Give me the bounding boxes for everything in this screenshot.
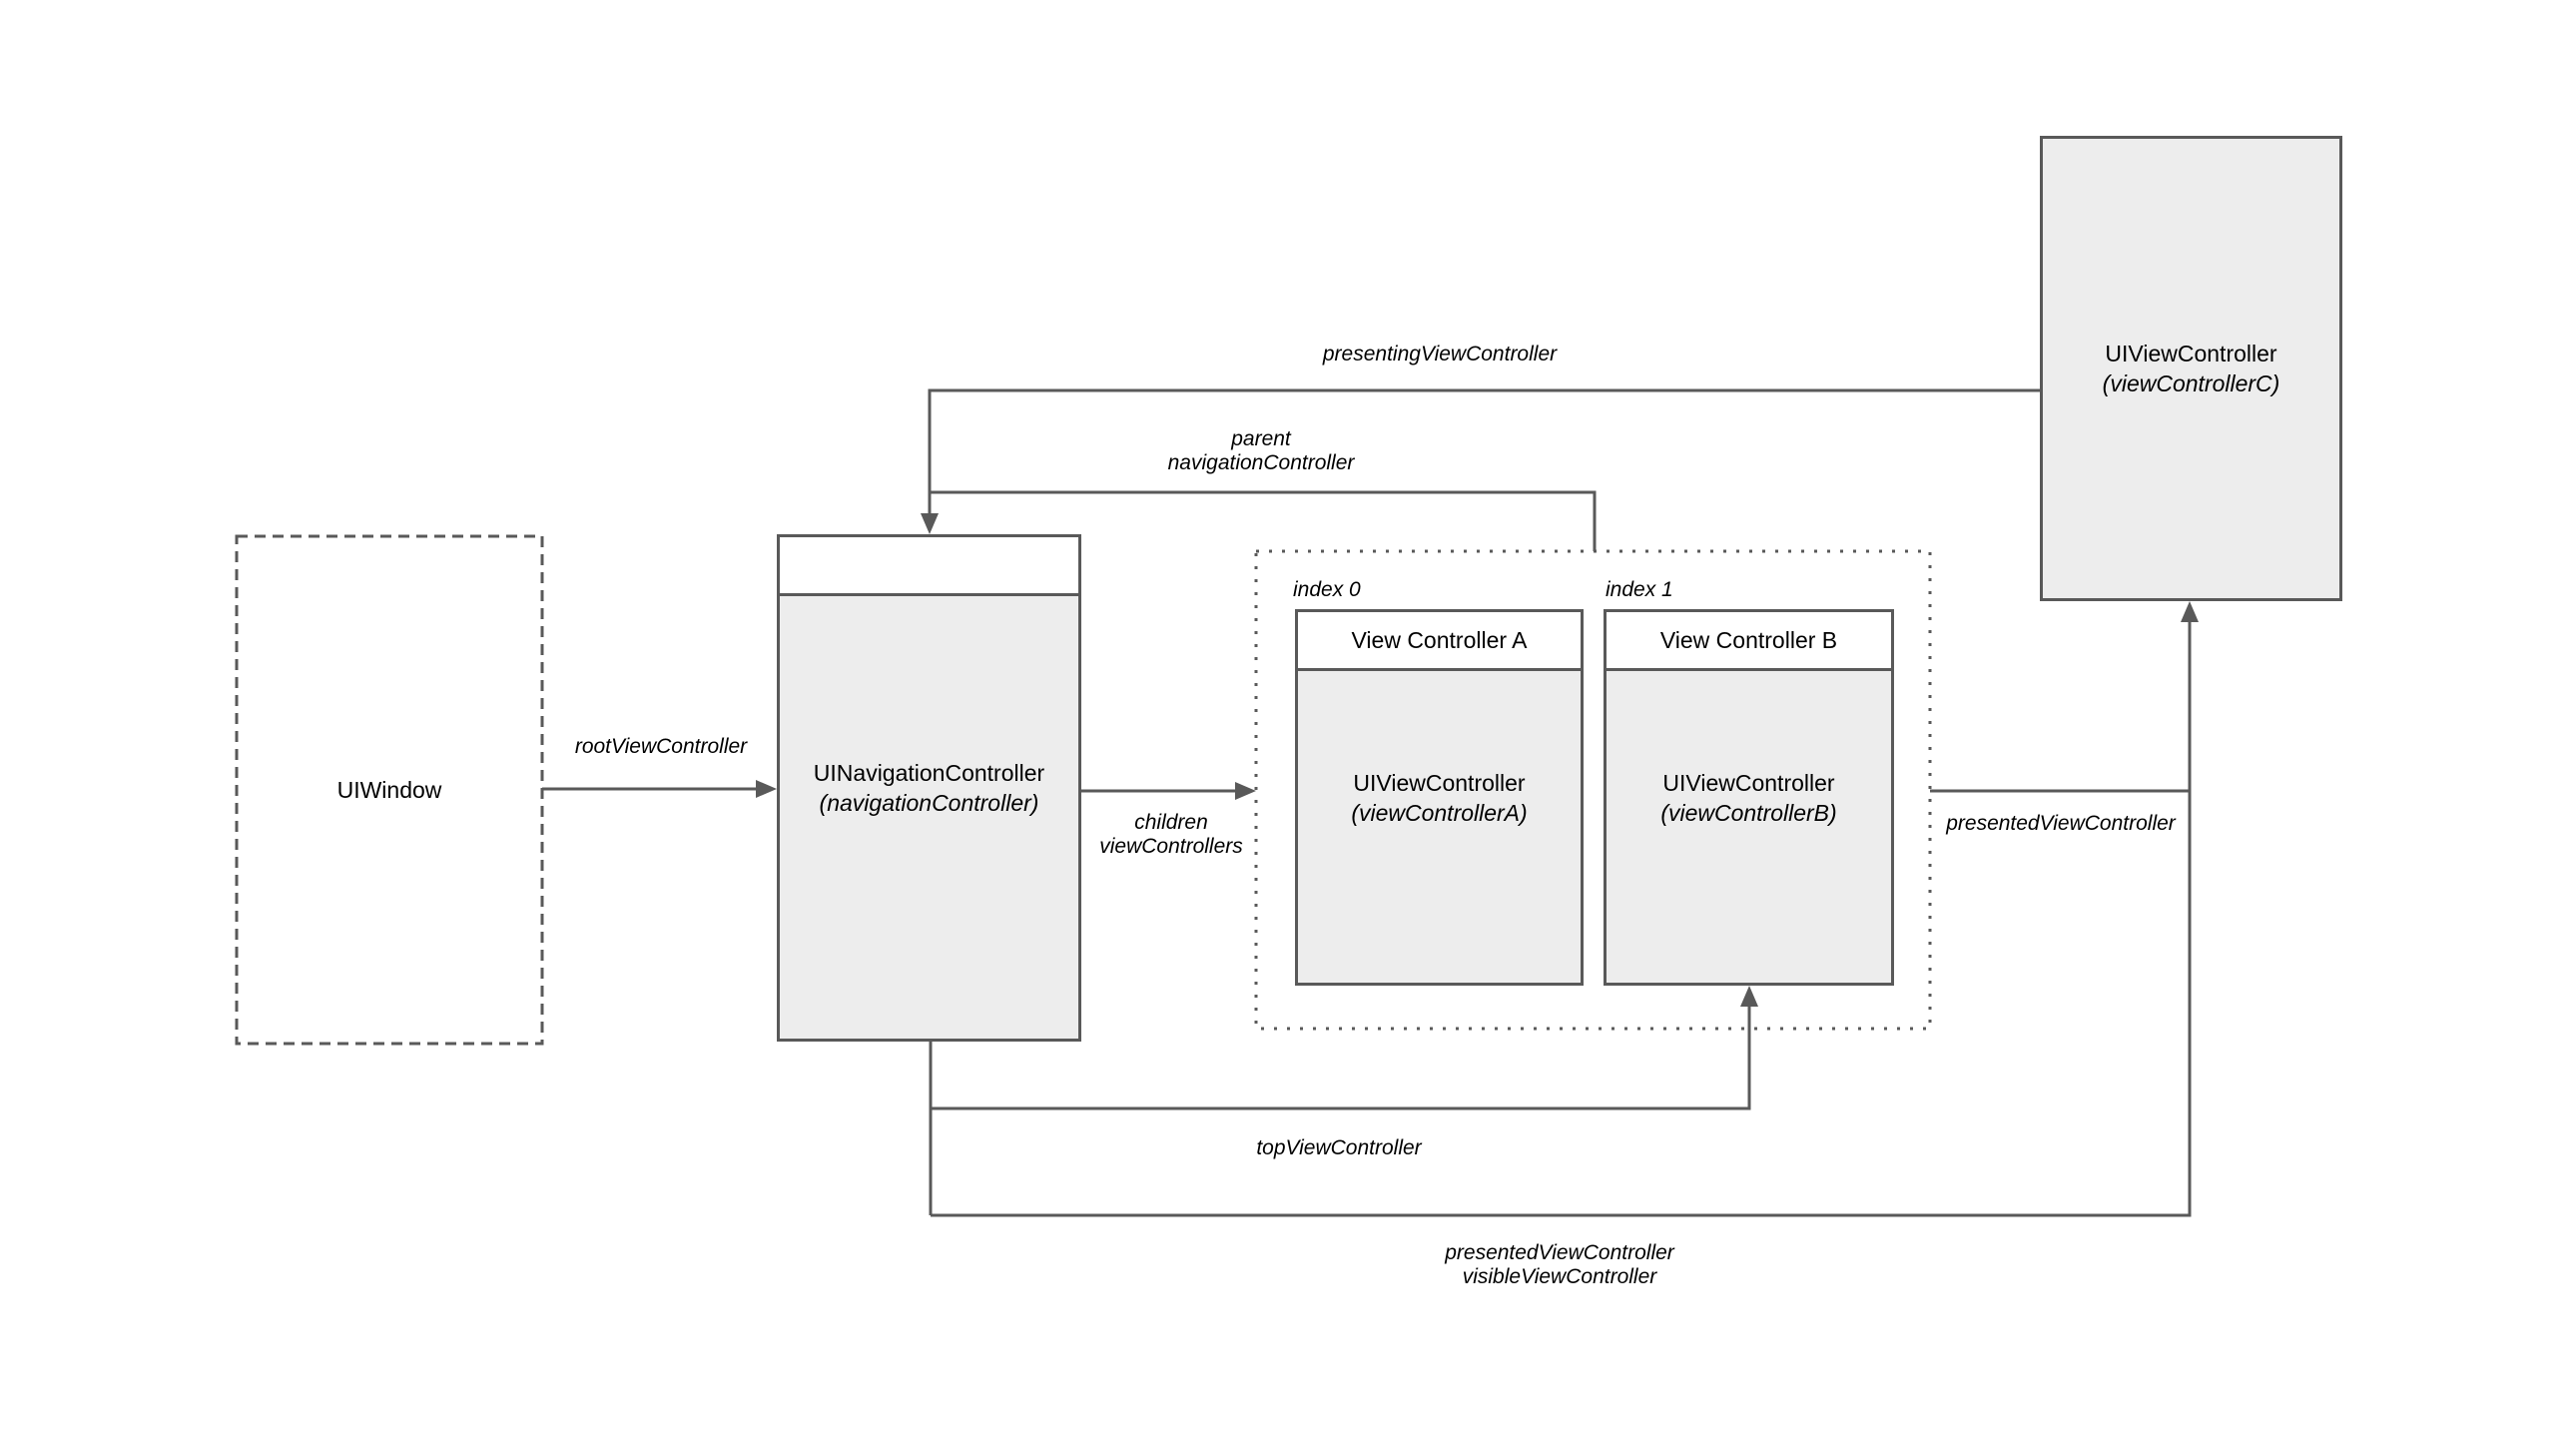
root-view-controller-label: rootViewController — [574, 735, 748, 758]
children-view-controllers-label: children viewControllers — [1099, 811, 1243, 859]
navigation-controller-instance: (navigationController) — [819, 790, 1039, 816]
presenting-view-controller-label: presentingViewController — [1322, 343, 1558, 365]
edge-parent-navigation-controller — [930, 490, 1597, 551]
view-controller-c-text: UIViewController (viewControllerC) — [2043, 339, 2339, 398]
arrowhead-right — [756, 780, 777, 798]
presented-visible-line1: presentedViewController — [1445, 1241, 1674, 1264]
navigation-controller-text: UINavigationController (navigationContro… — [780, 758, 1078, 818]
view-controller-a-text: UIViewController (viewControllerA) — [1298, 768, 1581, 828]
children-label-line2: viewControllers — [1099, 835, 1243, 858]
navigation-controller-node: UINavigationController (navigationContro… — [777, 534, 1081, 1042]
presented-visible-view-controller-label: presentedViewController visibleViewContr… — [1445, 1241, 1674, 1289]
view-controller-b-name: UIViewController — [1662, 769, 1835, 796]
view-controller-b-instance: (viewControllerB) — [1660, 799, 1837, 826]
edge-root-view-controller — [542, 780, 777, 798]
arrowhead-down — [921, 513, 939, 534]
view-controller-a-instance: (viewControllerA) — [1351, 799, 1528, 826]
view-controller-b-text: UIViewController (viewControllerB) — [1607, 768, 1891, 828]
view-controller-a-node: View Controller A UIViewController (view… — [1295, 609, 1584, 986]
uiwindow-label: UIWindow — [336, 777, 442, 803]
edge-children-view-controllers — [1081, 782, 1256, 800]
view-controller-c-instance: (viewControllerC) — [2102, 370, 2280, 396]
view-controller-c-node: UIViewController (viewControllerC) — [2040, 136, 2342, 601]
parent-label-line2: navigationController — [1167, 451, 1355, 474]
view-controller-b-titlebar: View Controller B — [1607, 612, 1891, 671]
arrowhead-up — [1740, 986, 1758, 1007]
stack-index-1-label: index 1 — [1606, 578, 1673, 601]
navigation-bar-strip — [780, 537, 1078, 596]
children-label-line1: children — [1134, 811, 1208, 834]
top-view-controller-label: topViewController — [1256, 1136, 1422, 1159]
edge-presenting-view-controller — [921, 388, 2040, 534]
view-controller-a-name: UIViewController — [1353, 769, 1526, 796]
parent-navigation-controller-label: parent navigationController — [1168, 427, 1355, 475]
stack-index-0-label: index 0 — [1293, 578, 1361, 601]
presented-view-controller-label: presentedViewController — [1946, 812, 2176, 835]
arrowhead-right — [1235, 782, 1256, 800]
view-controller-b-node: View Controller B UIViewController (view… — [1604, 609, 1894, 986]
edge-presented-visible-view-controller — [931, 601, 2199, 1217]
view-controller-a-titlebar: View Controller A — [1298, 612, 1581, 671]
edge-top-view-controller — [931, 986, 1758, 1110]
view-controller-c-name: UIViewController — [2105, 341, 2277, 366]
navigation-controller-name: UINavigationController — [813, 760, 1045, 786]
arrowhead-up — [2181, 601, 2199, 622]
parent-label-line1: parent — [1231, 427, 1291, 450]
navigation-stack-dotted-container — [1254, 549, 1932, 1031]
presented-visible-line2: visibleViewController — [1462, 1265, 1657, 1288]
